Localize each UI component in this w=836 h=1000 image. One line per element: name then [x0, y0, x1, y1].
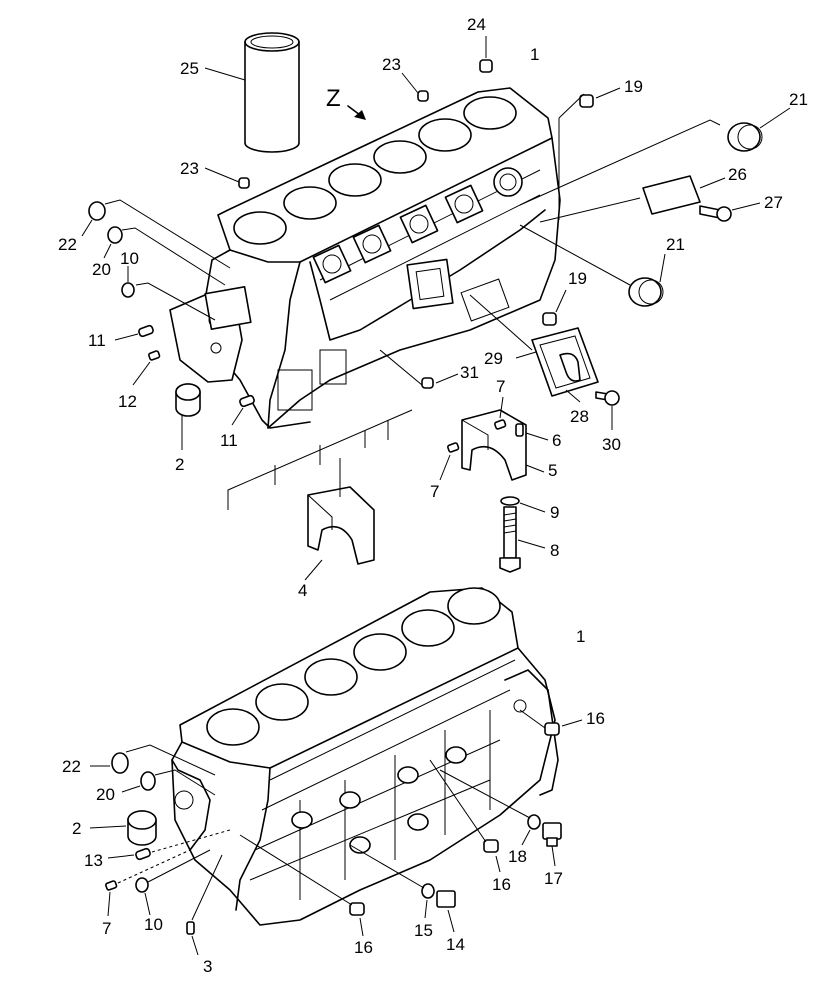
callout-21-lower: 21 [666, 235, 685, 254]
callout-10-lower: 10 [144, 915, 163, 934]
pin-6-part [515, 423, 524, 437]
callout-5: 5 [548, 461, 557, 480]
callout-23: 23 [382, 55, 401, 74]
view-marker-z: Z [326, 85, 341, 112]
bolt-8-part [499, 506, 521, 573]
callout-labels: 25 24 23 1 19 21 23 26 27 22 20 10 21 19… [58, 15, 808, 976]
callout-26: 26 [728, 165, 747, 184]
callout-20: 20 [92, 260, 111, 279]
cylinder-block-part [169, 87, 561, 429]
pin-12-part [148, 350, 161, 361]
plug-20-part [107, 226, 123, 244]
plug-17-part [542, 822, 562, 847]
callout-18: 18 [508, 847, 527, 866]
main-cap-5-part [461, 409, 527, 481]
callout-22-lower: 22 [62, 757, 81, 776]
plug-24-part [479, 59, 493, 73]
callout-4: 4 [298, 581, 307, 600]
plug-16-part [349, 722, 560, 916]
plug-10-lower-part [135, 877, 149, 893]
callout-11: 11 [88, 331, 106, 350]
callout-28: 28 [570, 407, 589, 426]
plug-10-part [121, 282, 135, 298]
callout-31: 31 [460, 363, 479, 382]
callout-7-lower: 7 [430, 482, 439, 501]
callout-17: 17 [544, 869, 563, 888]
callout-16-mid: 16 [492, 875, 511, 894]
callout-24: 24 [467, 15, 486, 34]
callout-16: 16 [586, 709, 605, 728]
callout-25: 25 [180, 59, 199, 78]
callout-11-lower: 11 [220, 431, 238, 450]
washer-18-part [527, 814, 541, 830]
callout-15: 15 [414, 921, 433, 940]
callout-22: 22 [58, 235, 77, 254]
plug-23-part [238, 90, 429, 189]
callout-30: 30 [602, 435, 621, 454]
callout-10: 10 [120, 249, 139, 268]
callout-12: 12 [118, 392, 137, 411]
expansion-plug-21-part [628, 122, 763, 307]
callout-8: 8 [550, 541, 559, 560]
washer-9-part [500, 496, 520, 506]
plug-20-lower-part [140, 771, 156, 791]
callout-3: 3 [203, 957, 212, 976]
bushing-2-part [175, 383, 201, 417]
callout-1-lower: 1 [576, 627, 585, 646]
callout-13: 13 [84, 851, 103, 870]
pin-3-part [186, 921, 195, 935]
pin-7-lower-part [105, 880, 118, 891]
callout-23-lower: 23 [180, 159, 199, 178]
callout-2-lower: 2 [72, 819, 81, 838]
callout-7: 7 [496, 377, 505, 396]
plug-31-part [421, 377, 434, 389]
bolt-30-part [595, 390, 620, 406]
callout-27: 27 [764, 193, 783, 212]
callout-2: 2 [175, 455, 184, 474]
cover-28-29-part [531, 327, 599, 397]
pin-7-part [447, 419, 507, 453]
callout-9: 9 [550, 503, 559, 522]
dowel-11-part [138, 324, 255, 408]
callout-19: 19 [624, 77, 643, 96]
plug-14-part [436, 890, 456, 908]
callout-1: 1 [530, 45, 539, 64]
plug-22-part [88, 201, 106, 221]
callout-21: 21 [789, 90, 808, 109]
bushing-2-lower-part [127, 810, 157, 846]
callout-6: 6 [552, 431, 561, 450]
guide-lines [227, 409, 413, 510]
bolt-27-part [699, 205, 732, 222]
plug-19-part [542, 94, 594, 326]
gasket-26-part [642, 175, 701, 215]
callout-19-lower: 19 [568, 269, 587, 288]
callout-14: 14 [446, 935, 465, 954]
dowel-13-part [135, 847, 151, 861]
cylinder-liner-part [244, 32, 300, 153]
plug-22-lower-part [111, 752, 129, 774]
callout-20-lower: 20 [96, 785, 115, 804]
callout-29: 29 [484, 349, 503, 368]
callout-7-bottom: 7 [102, 919, 111, 938]
view-arrow-icon [347, 105, 366, 120]
washer-15-part [421, 883, 435, 899]
callout-16-bottom: 16 [354, 938, 373, 957]
main-cap-4-part [307, 486, 375, 565]
